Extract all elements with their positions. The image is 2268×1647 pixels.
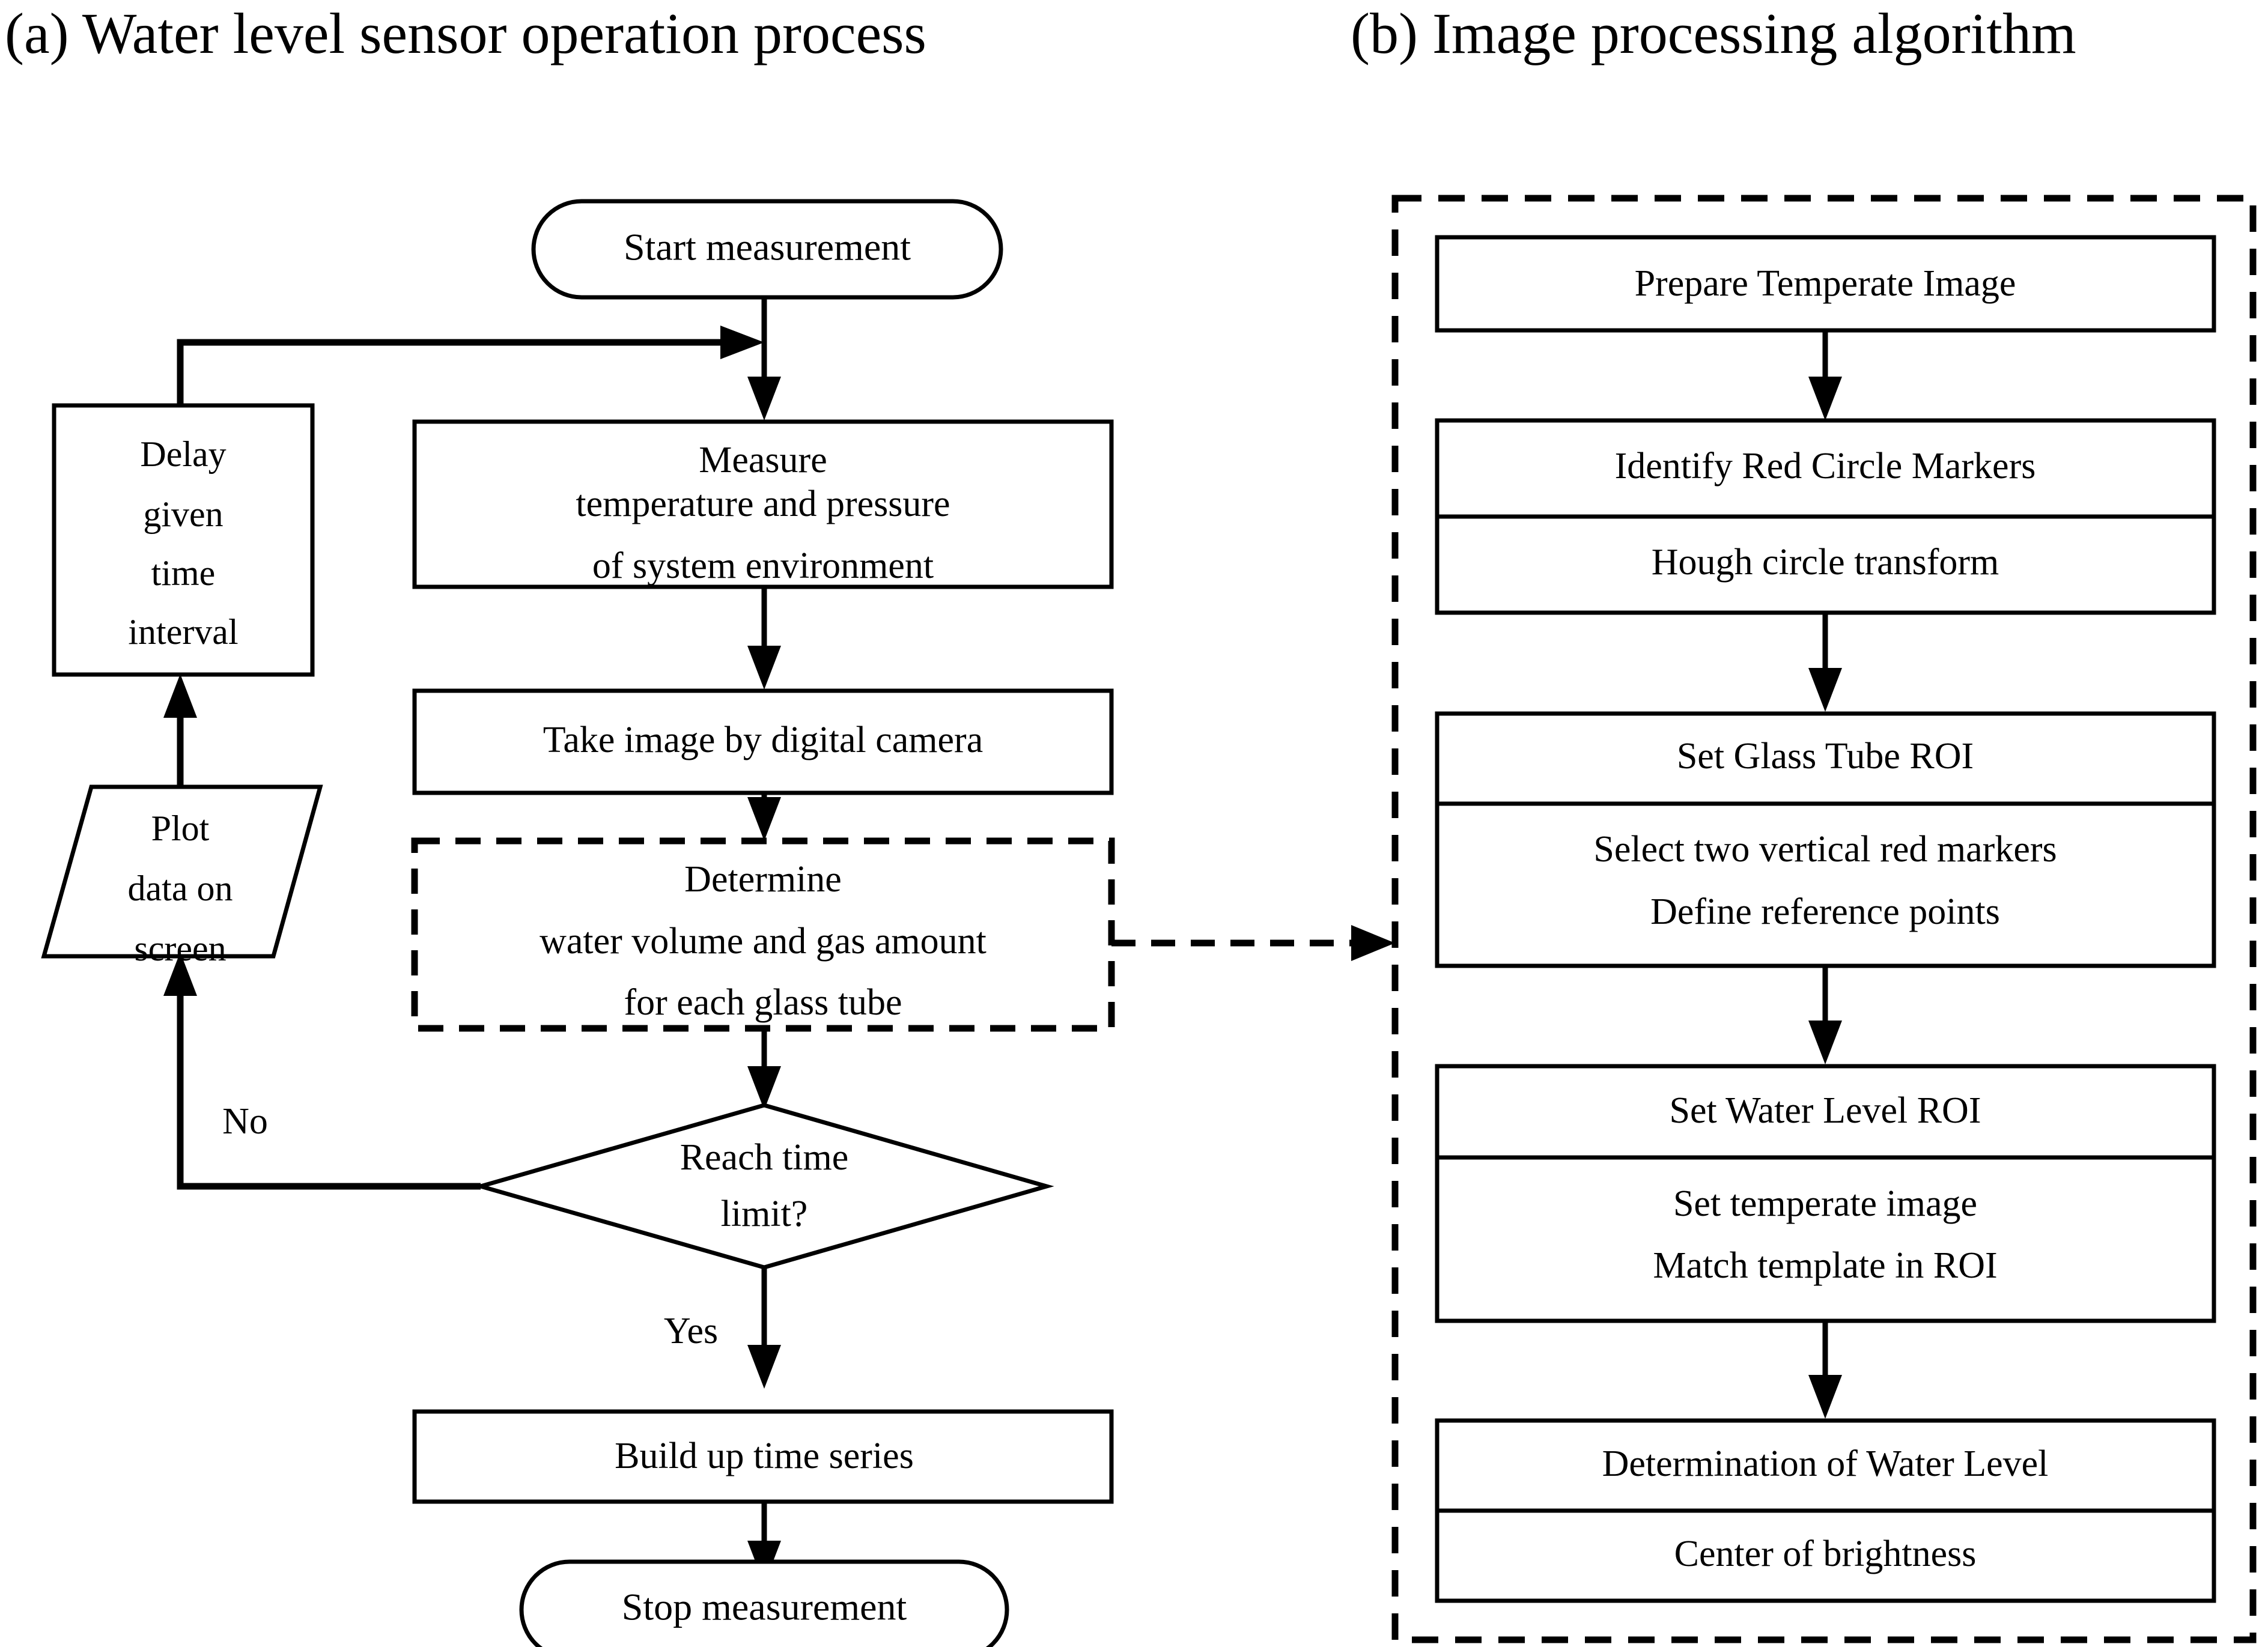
node-delay-line3: time [151,553,216,593]
node-select-red-markers-line2: Define reference points [1650,891,2000,932]
node-take-image-label: Take image by digital camera [543,720,983,760]
panel-b-title: (b) Image processing algorithm [1351,1,2076,65]
node-set-water-level-roi-label: Set Water Level ROI [1670,1090,1981,1131]
arrow-determine-to-decision [747,1066,781,1110]
node-plot-data-on-screen[interactable] [41,784,323,959]
node-decision-line1: Reach time [680,1137,849,1178]
node-delay-line4: interval [128,612,238,652]
node-delay-line1: Delay [140,434,226,474]
node-match-template-line2: Match template in ROI [1653,1245,1997,1286]
edge-label-no: No [222,1101,268,1142]
node-measure-line3: of system environment [592,545,934,586]
node-stop-measurement[interactable] [519,1559,1009,1647]
node-stop-measurement-label: Stop measurement [622,1586,907,1628]
node-determination-of-water-level-label: Determination of Water Level [1602,1443,2049,1484]
node-center-of-brightness[interactable] [1435,1508,2216,1603]
panel-b-dashed-container [1391,195,2257,1643]
node-measure-line2: temperature and pressure [576,484,950,524]
arrow-glass-roi-to-water-roi [1808,1021,1842,1064]
loop-arrow-to-spine [720,326,764,359]
node-match-template-line1: Set temperate image [1673,1183,1977,1224]
loop-arrow-to-delay [163,674,197,718]
node-plot-line3: screen [134,929,226,968]
loop-delay-to-spine [177,339,730,405]
loop-no-path-lower [177,985,481,1190]
node-build-time-series[interactable] [412,1409,1114,1504]
arrow-start-to-measure [747,377,781,420]
node-match-template[interactable] [1435,1155,2216,1323]
arrow-prepare-to-identify [1808,377,1842,420]
node-plot-line1: Plot [151,808,210,848]
node-start-measurement[interactable] [531,199,1003,300]
node-center-of-brightness-label: Center of brightness [1674,1533,1977,1574]
node-build-time-series-label: Build up time series [615,1436,914,1476]
node-delay-line2: given [143,494,223,534]
arrow-take-image-to-determine [747,797,781,841]
node-measure-environment[interactable] [412,419,1114,589]
arrow-determine-to-panel-b [1351,925,1395,961]
node-decision-reach-time-limit[interactable] [473,1103,1054,1270]
node-plot-line2: data on [128,869,233,908]
node-hough-circle-transform-label: Hough circle transform [1652,542,1999,583]
arrow-identify-to-glass-roi [1808,668,1842,712]
node-determine-line3: for each glass tube [624,982,902,1023]
loop-arrow-to-plot [163,952,197,996]
node-decision-line2: limit? [721,1194,808,1234]
node-identify-red-circle-markers-label: Identify Red Circle Markers [1615,446,2036,487]
node-set-water-level-roi[interactable] [1435,1064,2216,1160]
node-select-red-markers[interactable] [1435,801,2216,968]
arrow-decision-to-build [747,1345,781,1389]
node-identify-red-circle-markers[interactable] [1435,418,2216,519]
node-measure-line1: Measure [699,440,827,481]
node-prepare-temperate-image[interactable] [1435,235,2216,333]
node-select-red-markers-line1: Select two vertical red markers [1593,829,2057,870]
node-determine-line2: water volume and gas amount [540,921,987,962]
arrow-measure-to-take-image [747,646,781,690]
arrow-water-roi-to-determination [1808,1375,1842,1419]
panel-a-title: (a) Water level sensor operation process [5,1,926,65]
node-delay-interval[interactable] [52,403,315,677]
node-start-measurement-label: Start measurement [624,226,911,268]
node-determine-line1: Determine [684,859,842,900]
edge-label-yes: Yes [664,1311,718,1351]
node-prepare-temperate-image-label: Prepare Temperate Image [1635,263,2016,304]
node-set-glass-tube-roi-label: Set Glass Tube ROI [1677,736,1974,777]
node-set-glass-tube-roi[interactable] [1435,711,2216,806]
node-hough-circle-transform[interactable] [1435,514,2216,615]
